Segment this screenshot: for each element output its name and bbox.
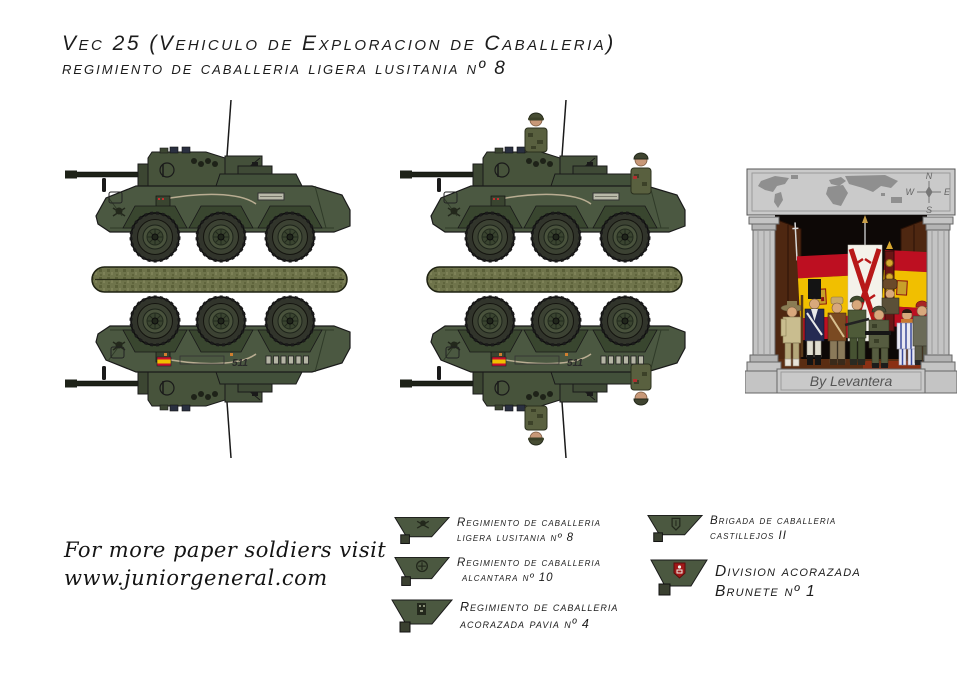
compass-rose: N W E S [906,171,952,215]
insignia-castillejos [647,514,704,543]
insignia-brunete [650,559,708,596]
world-map [758,175,902,208]
legend-item-alcantara: Regimiento de caballeria alcantara nº 10 [393,553,601,587]
legend-item-pavia: Regimiento de caballeria acorazada pavia… [390,596,618,634]
insignia-pavia [391,599,454,633]
svg-text:W: W [906,187,916,197]
legend-item-lusitania: Regimiento de caballeria ligera lusitani… [393,513,601,547]
legend-item-castillejos: Brigada de caballeria castillejos II [646,511,836,545]
insignia-lusitania [394,516,451,545]
column-right [918,216,957,394]
world-map-slab: N W E S [746,168,956,216]
page-subtitle: regimiento de caballeria ligera lusitani… [62,58,507,79]
vehicle-sheet-left: 511 [10,100,370,462]
footer-line1: For more paper soldiers visit [64,538,387,562]
vehicle-sheet-right: 511 [345,100,705,462]
svg-text:N: N [926,171,933,181]
pavia-emblem-icon [417,603,426,615]
column-left [745,216,784,394]
credit-plaque: By Levantera [776,368,926,394]
insignia-alcantara [394,556,451,586]
castillejos-shield-icon [671,517,681,531]
levantera-emblem: N W E S [745,168,957,394]
side-number: 511 [232,358,248,369]
credit-text: By Levantera [810,373,893,389]
side-number: 511 [567,358,583,369]
footer-line2: www.juniorgeneral.com [64,566,328,590]
legend-item-brunete: Division acorazada Brunete nº 1 [649,556,861,602]
brunete-shield-icon [673,562,686,579]
svg-text:S: S [926,205,932,215]
page-title: Vec 25 (Vehiculo de Exploracion de Cabal… [62,32,616,55]
skull-icon [416,520,430,529]
svg-text:E: E [944,187,951,197]
emblem-soldiers [780,278,935,368]
cross-roundel-icon [416,560,428,573]
